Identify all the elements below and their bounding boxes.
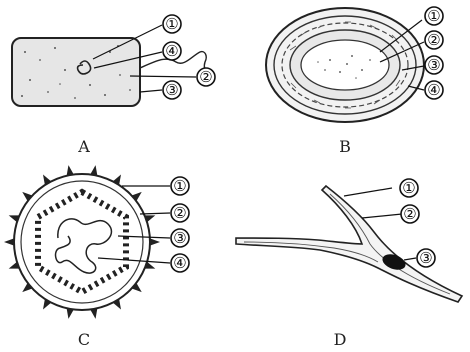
- bacterium-cell-body: [12, 38, 140, 106]
- svg-text:②: ②: [199, 68, 212, 86]
- marker-c-1: ①: [171, 177, 189, 195]
- marker-c-2: ②: [171, 204, 189, 222]
- leader-d-3: [404, 258, 416, 260]
- leader-a-3: [140, 90, 162, 92]
- panel-c: ① ② ③ ④ C: [4, 165, 189, 349]
- panel-d: ① ② ③ D: [236, 179, 462, 349]
- svg-text:②: ②: [173, 204, 186, 222]
- svg-text:③: ③: [419, 249, 432, 267]
- marker-b-2: ②: [425, 31, 443, 49]
- svg-text:③: ③: [173, 229, 186, 247]
- marker-d-2: ②: [401, 205, 419, 223]
- marker-b-3: ③: [425, 56, 443, 74]
- svg-text:②: ②: [403, 205, 416, 223]
- leader-d-1: [344, 188, 392, 196]
- panel-label-b: B: [339, 137, 351, 156]
- panel-a: ① ④ ② ③ A: [12, 15, 215, 156]
- marker-d-1: ①: [400, 179, 418, 197]
- panel-label-c: C: [78, 330, 90, 349]
- leader-d-2: [362, 214, 402, 218]
- svg-text:④: ④: [165, 42, 178, 60]
- svg-text:①: ①: [427, 7, 440, 25]
- cell-b-inner-membrane: [301, 40, 389, 90]
- marker-a-4: ④: [163, 42, 181, 60]
- panel-b: ① ② ③ ④ B: [266, 7, 443, 156]
- marker-d-3: ③: [417, 249, 435, 267]
- svg-text:①: ①: [402, 179, 415, 197]
- marker-a-2: ②: [197, 68, 215, 86]
- marker-c-4: ④: [171, 254, 189, 272]
- svg-text:③: ③: [165, 81, 178, 99]
- panel-label-d: D: [334, 330, 347, 349]
- panel-label-a: A: [77, 137, 90, 156]
- svg-text:④: ④: [173, 254, 186, 272]
- marker-a-3: ③: [163, 81, 181, 99]
- svg-text:①: ①: [165, 15, 178, 33]
- marker-b-1: ①: [425, 7, 443, 25]
- svg-text:③: ③: [427, 56, 440, 74]
- svg-text:②: ②: [427, 31, 440, 49]
- svg-text:④: ④: [427, 81, 440, 99]
- marker-a-1: ①: [163, 15, 181, 33]
- svg-text:①: ①: [173, 177, 186, 195]
- marker-b-4: ④: [425, 81, 443, 99]
- marker-c-3: ③: [171, 229, 189, 247]
